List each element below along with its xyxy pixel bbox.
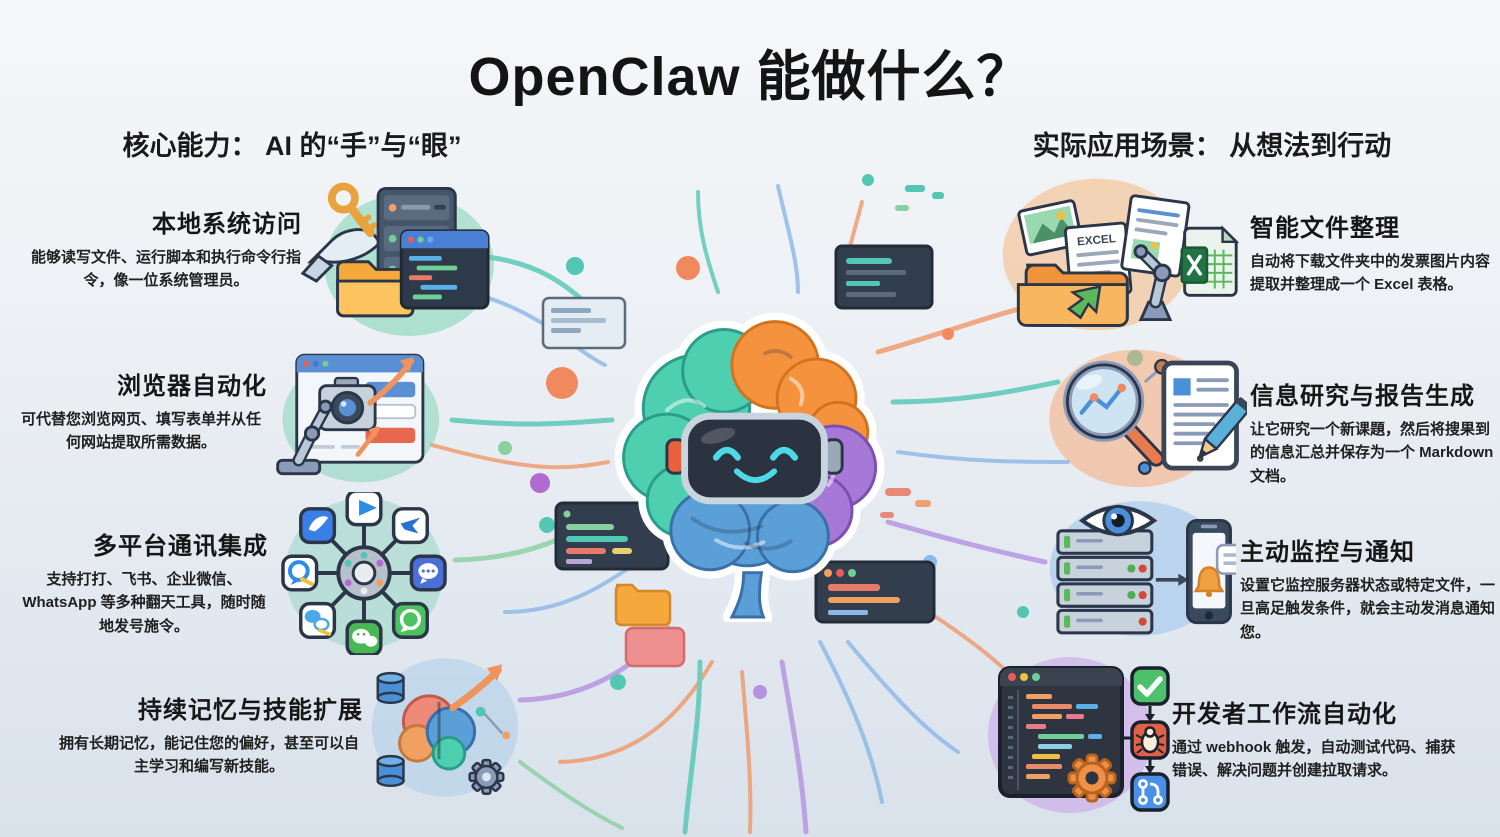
section-title: 开发者工作流自动化 xyxy=(1172,701,1397,728)
magnifier-icon xyxy=(1063,360,1165,467)
section-description: 支持打打、飞书、企业微信、WhatsApp 等多种翻天工具，随时随地发号施令。 xyxy=(22,571,266,635)
section-description: 能够读写文件、运行脚本和执行命令行指令，像一位系统管理员。 xyxy=(30,249,301,290)
app-tile-double-bubble-icon xyxy=(299,601,337,639)
section-title: 浏览器自动化 xyxy=(117,373,267,400)
hub-center xyxy=(336,545,392,601)
monitoring-illustration xyxy=(1036,492,1236,640)
section-description: 自动将下载文件夹中的发票图片内容提取并整理成一个 Excel 表格。 xyxy=(1250,253,1491,294)
code-window xyxy=(399,229,490,310)
app-tile-feishu-icon xyxy=(391,507,429,545)
gear-icon xyxy=(468,758,505,795)
section-title: 持续记忆与技能扩展 xyxy=(138,697,363,724)
magnifier-chart-document-pencil-icon xyxy=(1049,349,1247,488)
section-multiplatform-messaging: 多平台通讯集成 支持打打、飞书、企业微信、WhatsApp 等多种翻天工具，随时… xyxy=(20,526,268,638)
section-monitoring: 主动监控与通知 设置它监控服务器状态或特定文件，一旦高足触发条件，就会主动发消息… xyxy=(1240,532,1495,644)
section-file-organize: 智能文件整理 自动将下载文件夹中的发票图片内容提取并整理成一个 Excel 表格… xyxy=(1250,208,1490,297)
excel-doc-label: EXCEL xyxy=(1076,232,1116,248)
folder-decoration-icon xyxy=(614,583,672,627)
chat-apps-hub-icon xyxy=(281,492,447,655)
browser-automation-illustration xyxy=(270,336,442,488)
robot-arm-camera-browser-icon xyxy=(276,353,440,483)
key-icon xyxy=(327,182,378,238)
section-title: 多平台通讯集成 xyxy=(93,533,268,560)
brain-arrow-database-gear-icon xyxy=(371,658,519,797)
section-description: 让它研究一个新课題，然后将搜果到的信息汇总并保存为一个 Markdown 文档。 xyxy=(1250,421,1494,485)
section-developer-workflow: 开发者工作流自动化 通过 webhook 触发，自动测试代码、捕获错误、解决问题… xyxy=(1172,694,1457,783)
right-column-header: 实际应用场景： 从想法到行动 xyxy=(1032,131,1392,161)
section-title: 本地系统访问 xyxy=(152,211,302,238)
robot-visor xyxy=(681,412,828,505)
phone-notification xyxy=(1186,519,1236,625)
research-illustration xyxy=(1032,340,1247,492)
robot-hand-key-server-icon xyxy=(300,182,494,337)
gear-icon xyxy=(1067,753,1117,803)
brain-folds xyxy=(690,348,793,551)
local-system-illustration xyxy=(292,173,497,337)
code-editor-check-bug-pullrequest-icon xyxy=(988,657,1170,813)
arrow-up-icon xyxy=(449,664,503,712)
robot-arm xyxy=(1133,244,1173,322)
bell-icon xyxy=(1193,566,1225,593)
arrow-up-icon xyxy=(355,357,415,457)
section-research-report: 信息研究与报告生成 让它研究一个新课題，然后将搜果到的信息汇总并保存为一个 Ma… xyxy=(1250,376,1495,488)
robot-eye-left xyxy=(712,446,741,461)
eye-server-phone-bell-icon xyxy=(1049,501,1236,636)
camera-icon xyxy=(318,376,377,432)
brain-robot-illustration xyxy=(598,292,913,622)
section-description: 通过 webhook 触发，自动测试代码、捕获错误、解决问题并创建拉取请求。 xyxy=(1172,739,1456,780)
app-tile-wechat-icon xyxy=(345,619,383,655)
section-title: 智能文件整理 xyxy=(1250,215,1400,242)
database-icon xyxy=(376,671,405,788)
check-badge-icon xyxy=(1130,666,1170,706)
messaging-hub-illustration xyxy=(280,492,448,655)
pencil-icon xyxy=(1197,397,1247,460)
section-title: 主动监控与通知 xyxy=(1240,539,1415,566)
section-memory-skills: 持续记忆与技能扩展 拥有长期记忆，能记住您的偏好，甚至可以自主学习和编写新技能。 xyxy=(55,690,363,779)
brain-robot-icon xyxy=(614,312,885,622)
left-column-header: 核心能力： AI 的“手”与“眼” xyxy=(122,131,462,161)
section-local-system: 本地系统访问 能够读写文件、运行脚本和执行命令行指令，像一位系统管理员。 xyxy=(30,204,302,293)
app-tile-play-icon xyxy=(345,492,383,527)
developer-workflow-illustration xyxy=(980,650,1175,820)
folder-arrow-icon xyxy=(1016,263,1129,327)
bug-badge-icon xyxy=(1130,720,1170,760)
app-tile-whatsapp-icon xyxy=(391,601,429,639)
section-description: 设置它监控服务器状态或特定文件，一旦高足触发条件，就会主动发消息通知您。 xyxy=(1240,577,1496,641)
eye-icon xyxy=(1078,504,1158,537)
page-title: OpenClaw 能做什么？ xyxy=(468,47,1032,107)
server-stack xyxy=(1056,529,1154,635)
arrow-right-icon xyxy=(1155,573,1189,586)
section-description: 拥有长期记忆，能记住您的偏好，甚至可以自主学习和编写新技能。 xyxy=(58,735,359,776)
robot-arm xyxy=(276,399,333,476)
app-tile-chat-pencil-icon xyxy=(281,554,319,592)
pull-request-badge-icon xyxy=(1130,772,1170,812)
section-title: 信息研究与报告生成 xyxy=(1250,383,1475,410)
robot-eye-right xyxy=(770,446,799,461)
app-tile-dingtalk-icon xyxy=(299,507,337,545)
app-tile-bubble-icon xyxy=(409,554,447,592)
robot-smile xyxy=(733,468,778,484)
excel-spreadsheet-icon xyxy=(1180,225,1240,297)
folder-robot-arm-excel-icon: EXCEL xyxy=(1002,178,1240,331)
small-brain xyxy=(398,694,477,771)
chat-bubble xyxy=(1215,543,1236,575)
file-organize-illustration: EXCEL xyxy=(995,170,1243,334)
folder-icon xyxy=(336,260,415,318)
memory-skills-illustration xyxy=(358,648,526,806)
section-description: 可代替您浏览网页、填写表单并从任何网站提取所需数据。 xyxy=(20,411,261,452)
code-window-decoration xyxy=(541,244,936,668)
section-browser-automation: 浏览器自动化 可代替您浏览网页、填写表单并从任何网站提取所需数据。 xyxy=(15,366,267,455)
